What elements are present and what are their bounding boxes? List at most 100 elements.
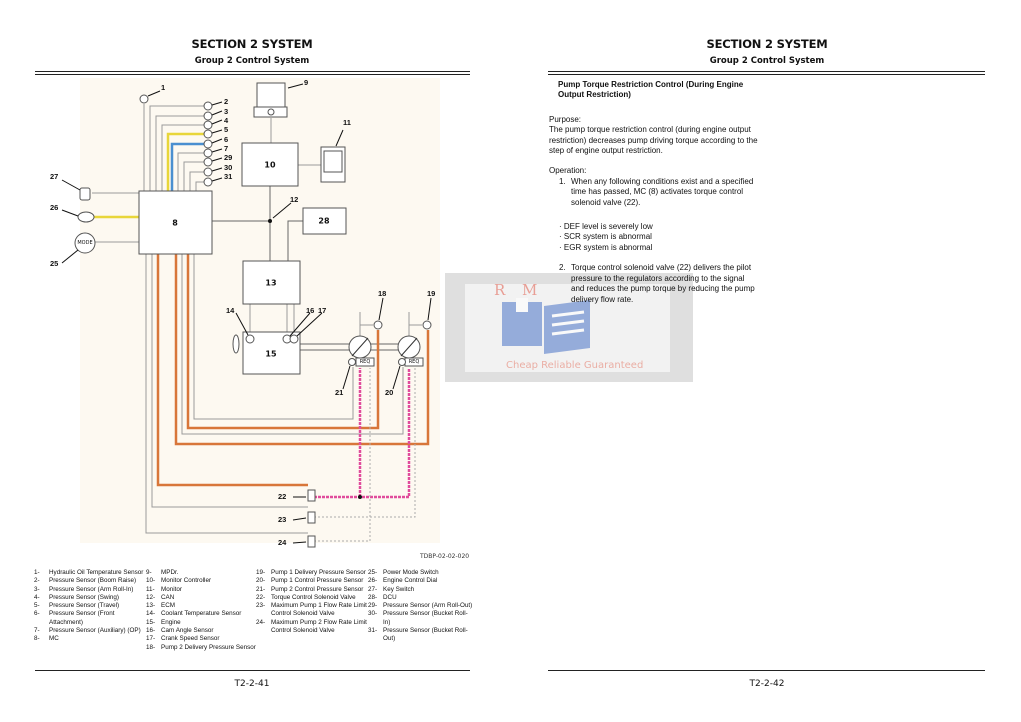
- legend-item: 18-Pump 2 Delivery Pressure Sensor: [146, 644, 256, 652]
- legend-number: 14-: [146, 610, 156, 618]
- legend-item: 13-ECM: [146, 602, 256, 610]
- left-page-number: T2-2-41: [234, 679, 270, 689]
- legend-number: 17-: [146, 635, 156, 643]
- legend-text: Torque Control Solenoid Valve: [271, 593, 356, 601]
- left-section-title: SECTION 2 SYSTEM: [191, 37, 313, 51]
- legend-number: 28-: [368, 593, 378, 601]
- callout-31: 31: [224, 172, 233, 181]
- monitor-controller-label: 10: [264, 160, 276, 170]
- wire-sensor-6: [170, 142, 204, 191]
- wire-sensor-3: [155, 115, 204, 191]
- right-body: Pump Torque Restriction Control (During …: [549, 80, 759, 305]
- pump-outlets: [359, 312, 410, 336]
- watermark-tagline: Cheap Reliable Guaranteed: [506, 360, 644, 371]
- solenoid-22-icon: [307, 489, 316, 502]
- callout-19: 19: [427, 289, 436, 298]
- sensor-19-icon: [422, 320, 432, 330]
- legend-item: 29-Pressure Sensor (Arm Roll-Out): [368, 602, 474, 610]
- wire-sensor-18: [186, 254, 380, 430]
- legend-text: Engine: [161, 618, 181, 626]
- legend-item: 19- Pump 1 Delivery Pressure Sensor: [256, 569, 368, 577]
- solenoid-24-icon: [307, 535, 316, 548]
- step-1-number: 1.: [559, 176, 566, 186]
- legend-number: 19-: [256, 569, 266, 576]
- legend-text: Pump 2 Control Pressure Sensor: [271, 585, 364, 593]
- legend-number: 11-: [146, 585, 155, 593]
- callout-14: 14: [226, 306, 235, 315]
- legend-item: 24- Maximum Pump 2 Flow Rate Limit Contro…: [256, 619, 368, 636]
- legend-item: 20-Pump 1 Control Pressure Sensor: [256, 577, 368, 585]
- legend-number: 6-: [34, 610, 40, 618]
- legend-text: Crank Speed Sensor: [161, 635, 220, 643]
- legend-text: MPDr.: [161, 569, 179, 576]
- solenoid-23-icon: [307, 511, 316, 524]
- legend-number: 10-: [146, 577, 156, 585]
- mc-box: [138, 190, 213, 255]
- pump-swash-arrows: [351, 337, 418, 357]
- wire-solenoid-24: [145, 254, 308, 534]
- legend-item: 14- Coolant Temperature Sensor: [146, 610, 256, 618]
- legend-text: Maximum Pump 2 Flow Rate Limit Control S…: [271, 618, 367, 635]
- regulator-2-text: REQ: [408, 359, 420, 365]
- legend-text: Monitor: [161, 585, 182, 593]
- left-group-title: Group 2 Control System: [194, 56, 310, 66]
- legend-item: 10- Monitor Controller: [146, 577, 256, 585]
- legend-item: 3-Pressure Sensor (Arm Roll-In): [34, 586, 146, 594]
- wire-sensor-5: [166, 132, 204, 191]
- wire-sensor-20: [181, 254, 404, 435]
- junction-dot: [358, 495, 362, 499]
- wire-engine-sensors: [249, 304, 295, 332]
- callout-25: 25: [50, 259, 59, 268]
- legend-text: Pressure Sensor (Auxiliary) (OP): [49, 627, 141, 635]
- condition-text: SCR system is abnormal: [563, 232, 652, 242]
- callout-1: 1: [161, 83, 166, 92]
- legend-text: Power Mode Switch: [383, 569, 439, 576]
- right-section-title: SECTION 2 SYSTEM: [706, 37, 828, 51]
- legend-number: 29-: [368, 602, 378, 610]
- fan-icon: [232, 334, 240, 354]
- right-group-title: Group 2 Control System: [709, 56, 825, 66]
- callout-11: 11: [343, 118, 351, 127]
- coolant-sensor-icon: [245, 334, 255, 344]
- legend-number: 20-: [256, 577, 266, 585]
- legend-item: 30-Pressure Sensor (Bucket Roll-In): [368, 610, 474, 627]
- legend-text: Pressure Sensor (Bucket Roll-Out): [383, 627, 468, 643]
- purpose-heading: Purpose:: [549, 114, 582, 124]
- sensor-1-icon: [139, 94, 149, 104]
- legend-number: 5-: [34, 602, 40, 610]
- legend-text: Coolant Temperature Sensor: [161, 610, 242, 618]
- legend-text: Cam Angle Sensor: [161, 627, 214, 635]
- legend-item: 2-Pressure Sensor (Boom Raise): [34, 577, 146, 585]
- right-footer-rule: [548, 670, 985, 671]
- legend-number: 24-: [256, 618, 266, 626]
- callout-29: 29: [224, 153, 233, 162]
- legend-text: Pressure Sensor (Arm Roll-In): [49, 585, 134, 593]
- right-header-rule: [548, 71, 985, 72]
- legend-text: Pump 1 Delivery Pressure Sensor: [271, 569, 366, 576]
- legend-item: 6- Pressure Sensor (Front Attachment): [34, 610, 146, 627]
- legend-number: 8-: [34, 635, 40, 643]
- wire-sensor-30: [189, 171, 204, 191]
- legend-text: Pressure Sensor (Front Attachment): [49, 610, 115, 626]
- step-1-text: When any following conditions exist and …: [571, 176, 754, 207]
- can-bus: [212, 186, 303, 261]
- left-footer-rule: [35, 670, 470, 671]
- wire-solenoid-22: [156, 254, 308, 487]
- legend-item: 31-Pressure Sensor (Bucket Roll-Out): [368, 627, 474, 644]
- legend-item: 26-Engine Control Dial: [368, 577, 474, 585]
- legend-text: Pressure Sensor (Bucket Roll-In): [383, 610, 468, 626]
- legend-number: 2-: [34, 577, 40, 585]
- legend-text: MC: [49, 635, 59, 643]
- legend-text: ECM: [161, 602, 175, 610]
- legend-item: 16-Cam Angle Sensor: [146, 627, 256, 635]
- legend-text: Monitor Controller: [161, 577, 212, 585]
- wire-sensor-7: [177, 152, 204, 191]
- legend-item: 4-Pressure Sensor (Swing): [34, 594, 146, 602]
- watermark-logo-text: R M: [494, 281, 544, 299]
- callout-5: 5: [224, 125, 229, 134]
- right-header-rule-2: [548, 74, 985, 75]
- left-header-rule-2: [35, 74, 470, 75]
- legend-text: Pressure Sensor (Swing): [49, 593, 119, 601]
- condition-item: · EGR system is abnormal: [559, 242, 653, 252]
